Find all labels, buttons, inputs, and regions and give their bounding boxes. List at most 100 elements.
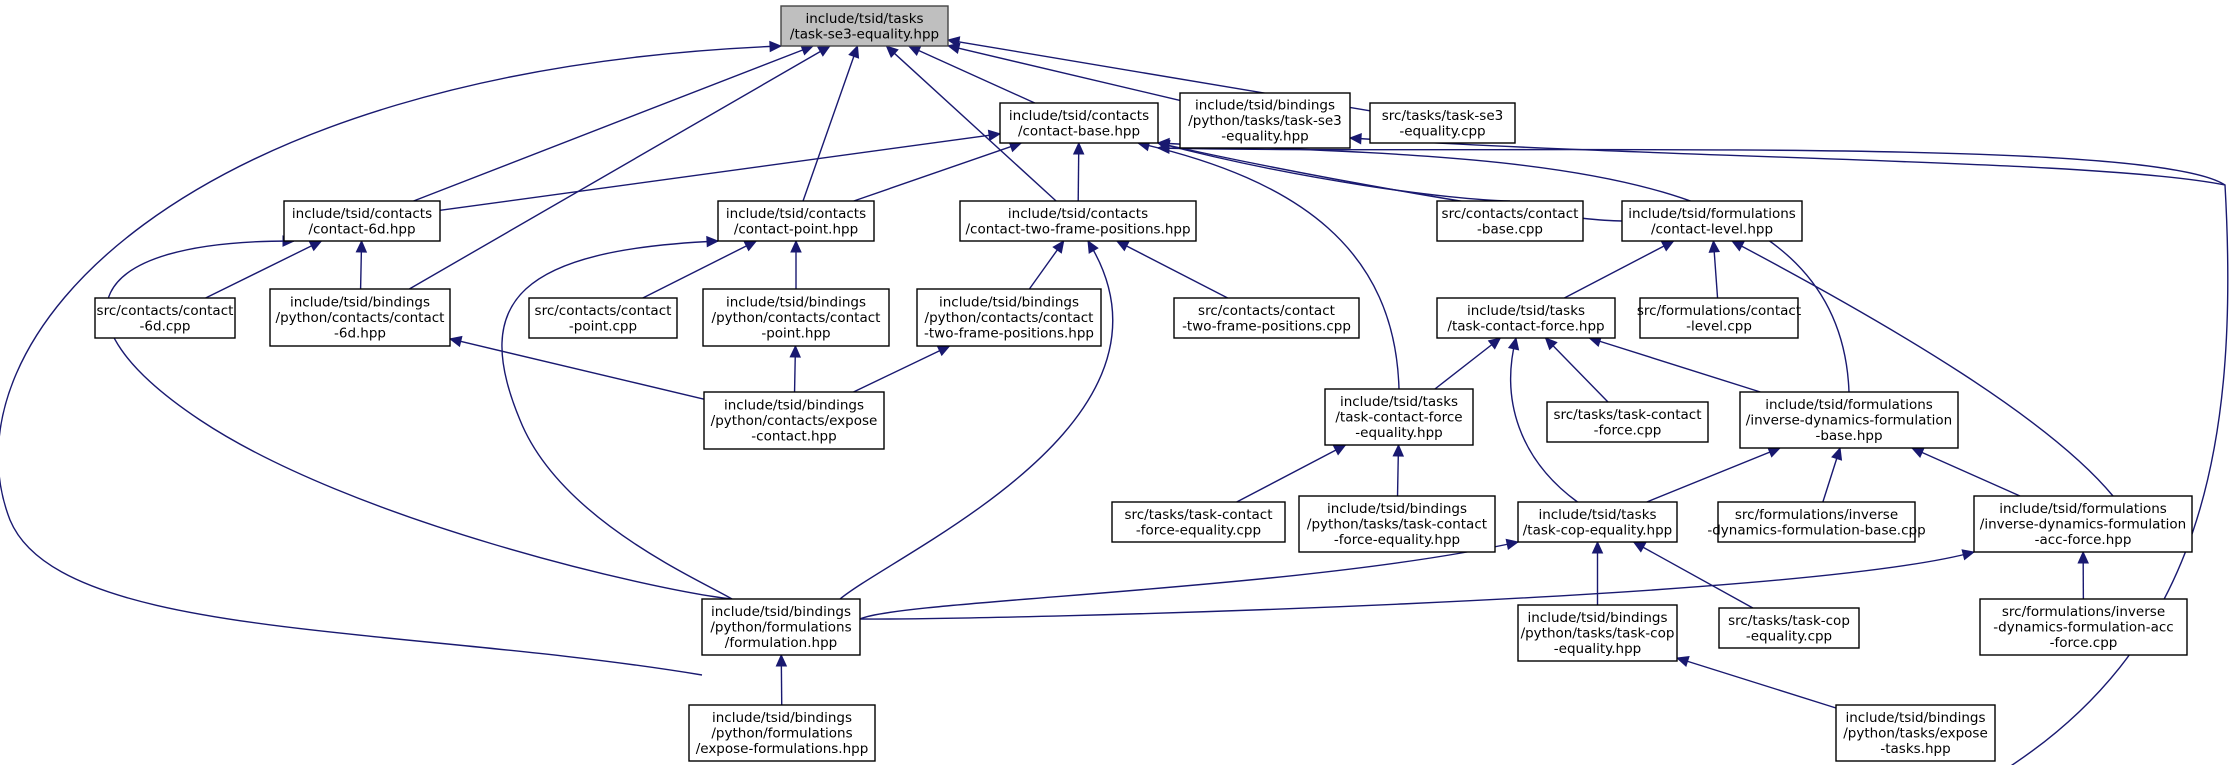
node-box [1517, 604, 1678, 662]
node-label-line: include/tsid/bindings [1195, 98, 1335, 114]
node-box [916, 288, 1102, 347]
node-label-line: src/formulations/inverse [2002, 604, 2165, 620]
graph-node[interactable]: src/formulations/inverse-dynamics-formul… [1707, 501, 1926, 543]
graph-node[interactable]: include/tsid/contacts/contact-two-frame-… [959, 200, 1197, 242]
graph-node[interactable]: include/tsid/contacts/contact-6d.hpp [283, 200, 441, 242]
node-box [283, 200, 441, 242]
graph-node[interactable]: include/tsid/formulations/contact-level.… [1621, 200, 1803, 242]
node-label-line: -base.hpp [1815, 428, 1882, 444]
dependency-edge [802, 45, 859, 202]
edges-layer [0, 36, 2229, 765]
dependency-edge [1157, 142, 1850, 393]
root-node-box [780, 5, 949, 47]
graph-node[interactable]: src/contacts/contact-6d.cpp [94, 297, 236, 339]
edge-arrowhead [769, 40, 783, 53]
node-label-line: /task-se3-equality.hpp [790, 26, 939, 42]
node-label-line: /python/contacts/contact [276, 310, 445, 326]
dependency-edge [408, 45, 831, 290]
graph-node[interactable]: include/tsid/contacts/contact-base.hpp [999, 102, 1159, 144]
node-label-line: include/tsid/bindings [1327, 501, 1467, 517]
nodes-layer: include/tsid/tasks/task-se3-equality.hpp… [94, 5, 2193, 762]
graph-node[interactable]: src/tasks/task-se3-equality.cpp [1369, 102, 1516, 144]
node-label-line: include/tsid/contacts [1009, 108, 1149, 124]
graph-node[interactable]: src/formulations/contact-level.cpp [1637, 297, 1801, 339]
node-box [1979, 598, 2188, 656]
graph-node[interactable]: include/tsid/tasks/task-se3-equality.hpp [780, 5, 949, 47]
graph-node[interactable]: include/tsid/bindings/python/contacts/co… [702, 288, 890, 347]
edge-arrowhead [1507, 336, 1520, 351]
node-box [1639, 297, 1799, 339]
node-label-line: src/formulations/inverse [1735, 507, 1898, 523]
dependency-edge [1911, 447, 2021, 497]
dependency-edge [1137, 142, 1400, 390]
graph-node[interactable]: include/tsid/bindings/python/contacts/co… [916, 288, 1102, 347]
node-box [1517, 501, 1678, 543]
node-label-line: /task-contact-force [1335, 410, 1462, 426]
dependency-edge [885, 45, 1057, 202]
node-label-line: include/tsid/bindings [724, 398, 864, 414]
node-label-line: /contact-point.hpp [734, 221, 858, 237]
node-label-line: include/tsid/formulations [1765, 397, 1933, 413]
graph-node[interactable]: include/tsid/bindings/python/tasks/task-… [1517, 604, 1678, 662]
node-label-line: src/tasks/task-se3 [1382, 108, 1503, 124]
node-label-line: src/tasks/task-contact [1553, 407, 1701, 423]
node-label-line: -force.cpp [2050, 635, 2118, 651]
node-label-line: src/tasks/task-contact [1124, 507, 1272, 523]
graph-node[interactable]: src/tasks/task-contact-force-equality.cp… [1111, 501, 1286, 543]
node-label-line: -equality.cpp [1399, 123, 1485, 139]
edge-arrowhead [1087, 239, 1099, 254]
dependency-edge [1589, 337, 1761, 393]
graph-node[interactable]: include/tsid/formulations/inverse-dynami… [1973, 495, 2193, 553]
node-box [1324, 388, 1474, 446]
graph-node[interactable]: include/tsid/tasks/task-contact-force-eq… [1324, 388, 1474, 446]
node-label-line: include/tsid/formulations [1628, 206, 1796, 222]
graph-node[interactable]: include/tsid/formulations/inverse-dynami… [1739, 391, 1959, 449]
graph-node[interactable]: src/tasks/task-cop-equality.cpp [1718, 607, 1860, 649]
node-label-line: include/tsid/tasks [1538, 507, 1656, 523]
node-label-line: include/tsid/tasks [805, 11, 923, 27]
edge-arrowhead [1730, 240, 1745, 252]
edge-arrowhead [1708, 239, 1721, 253]
node-label-line: src/contacts/contact [535, 303, 672, 319]
dependency-edge [449, 338, 705, 400]
node-label-line: include/tsid/formulations [1999, 501, 2167, 517]
graph-node[interactable]: src/contacts/contact-point.cpp [528, 297, 678, 339]
dependency-edge [1236, 444, 1346, 503]
graph-node[interactable]: src/tasks/task-contact-force.cpp [1546, 401, 1709, 443]
graph-node[interactable]: include/tsid/bindings/python/tasks/task-… [1298, 495, 1496, 553]
edge-arrowhead [1831, 446, 1843, 461]
graph-node[interactable]: include/tsid/tasks/task-cop-equality.hpp [1517, 501, 1678, 543]
graph-node[interactable]: include/tsid/tasks/task-contact-force.hp… [1436, 297, 1616, 339]
edge-arrowhead [1591, 540, 1604, 554]
graph-node[interactable]: src/contacts/contact-base.cpp [1436, 200, 1584, 242]
graph-node[interactable]: include/tsid/bindings/python/contacts/ex… [703, 391, 885, 450]
graph-node[interactable]: include/tsid/bindings/python/tasks/task-… [1179, 92, 1351, 149]
node-label-line: -point.cpp [569, 318, 637, 334]
edge-arrowhead [775, 653, 788, 667]
edge-arrowhead [1544, 337, 1558, 351]
node-label-line: /contact-level.hpp [1651, 221, 1773, 237]
graph-node[interactable]: include/tsid/bindings/python/formulation… [688, 704, 876, 762]
edge-arrowhead [1675, 655, 1690, 667]
node-box [1173, 297, 1360, 339]
node-label-line: /task-cop-equality.hpp [1523, 522, 1673, 538]
edge-arrowhead [308, 240, 323, 252]
dependency-edge [413, 45, 814, 202]
node-label-line: /python/contacts/expose [711, 413, 878, 429]
node-label-line: -acc-force.hpp [2035, 532, 2132, 548]
node-label-line: -base.cpp [1477, 221, 1543, 237]
node-label-line: /formulation.hpp [725, 635, 837, 651]
node-label-line: -6d.cpp [140, 318, 191, 334]
graph-node[interactable]: include/tsid/bindings/python/tasks/expos… [1835, 704, 1996, 762]
graph-node[interactable]: include/tsid/bindings/python/contacts/co… [269, 288, 451, 347]
graph-node[interactable]: src/contacts/contact-two-frame-positions… [1173, 297, 1360, 339]
graph-node[interactable]: include/tsid/bindings/python/formulation… [701, 598, 861, 656]
node-box [528, 297, 678, 339]
node-label-line: -point.hpp [761, 326, 830, 342]
graph-node[interactable]: include/tsid/contacts/contact-point.hpp [717, 200, 875, 242]
node-label-line: /python/formulations [710, 620, 851, 636]
node-box [703, 391, 885, 450]
edge-arrowhead [936, 345, 951, 357]
graph-node[interactable]: src/formulations/inverse-dynamics-formul… [1979, 598, 2188, 656]
dependency-edge [1545, 337, 1609, 403]
